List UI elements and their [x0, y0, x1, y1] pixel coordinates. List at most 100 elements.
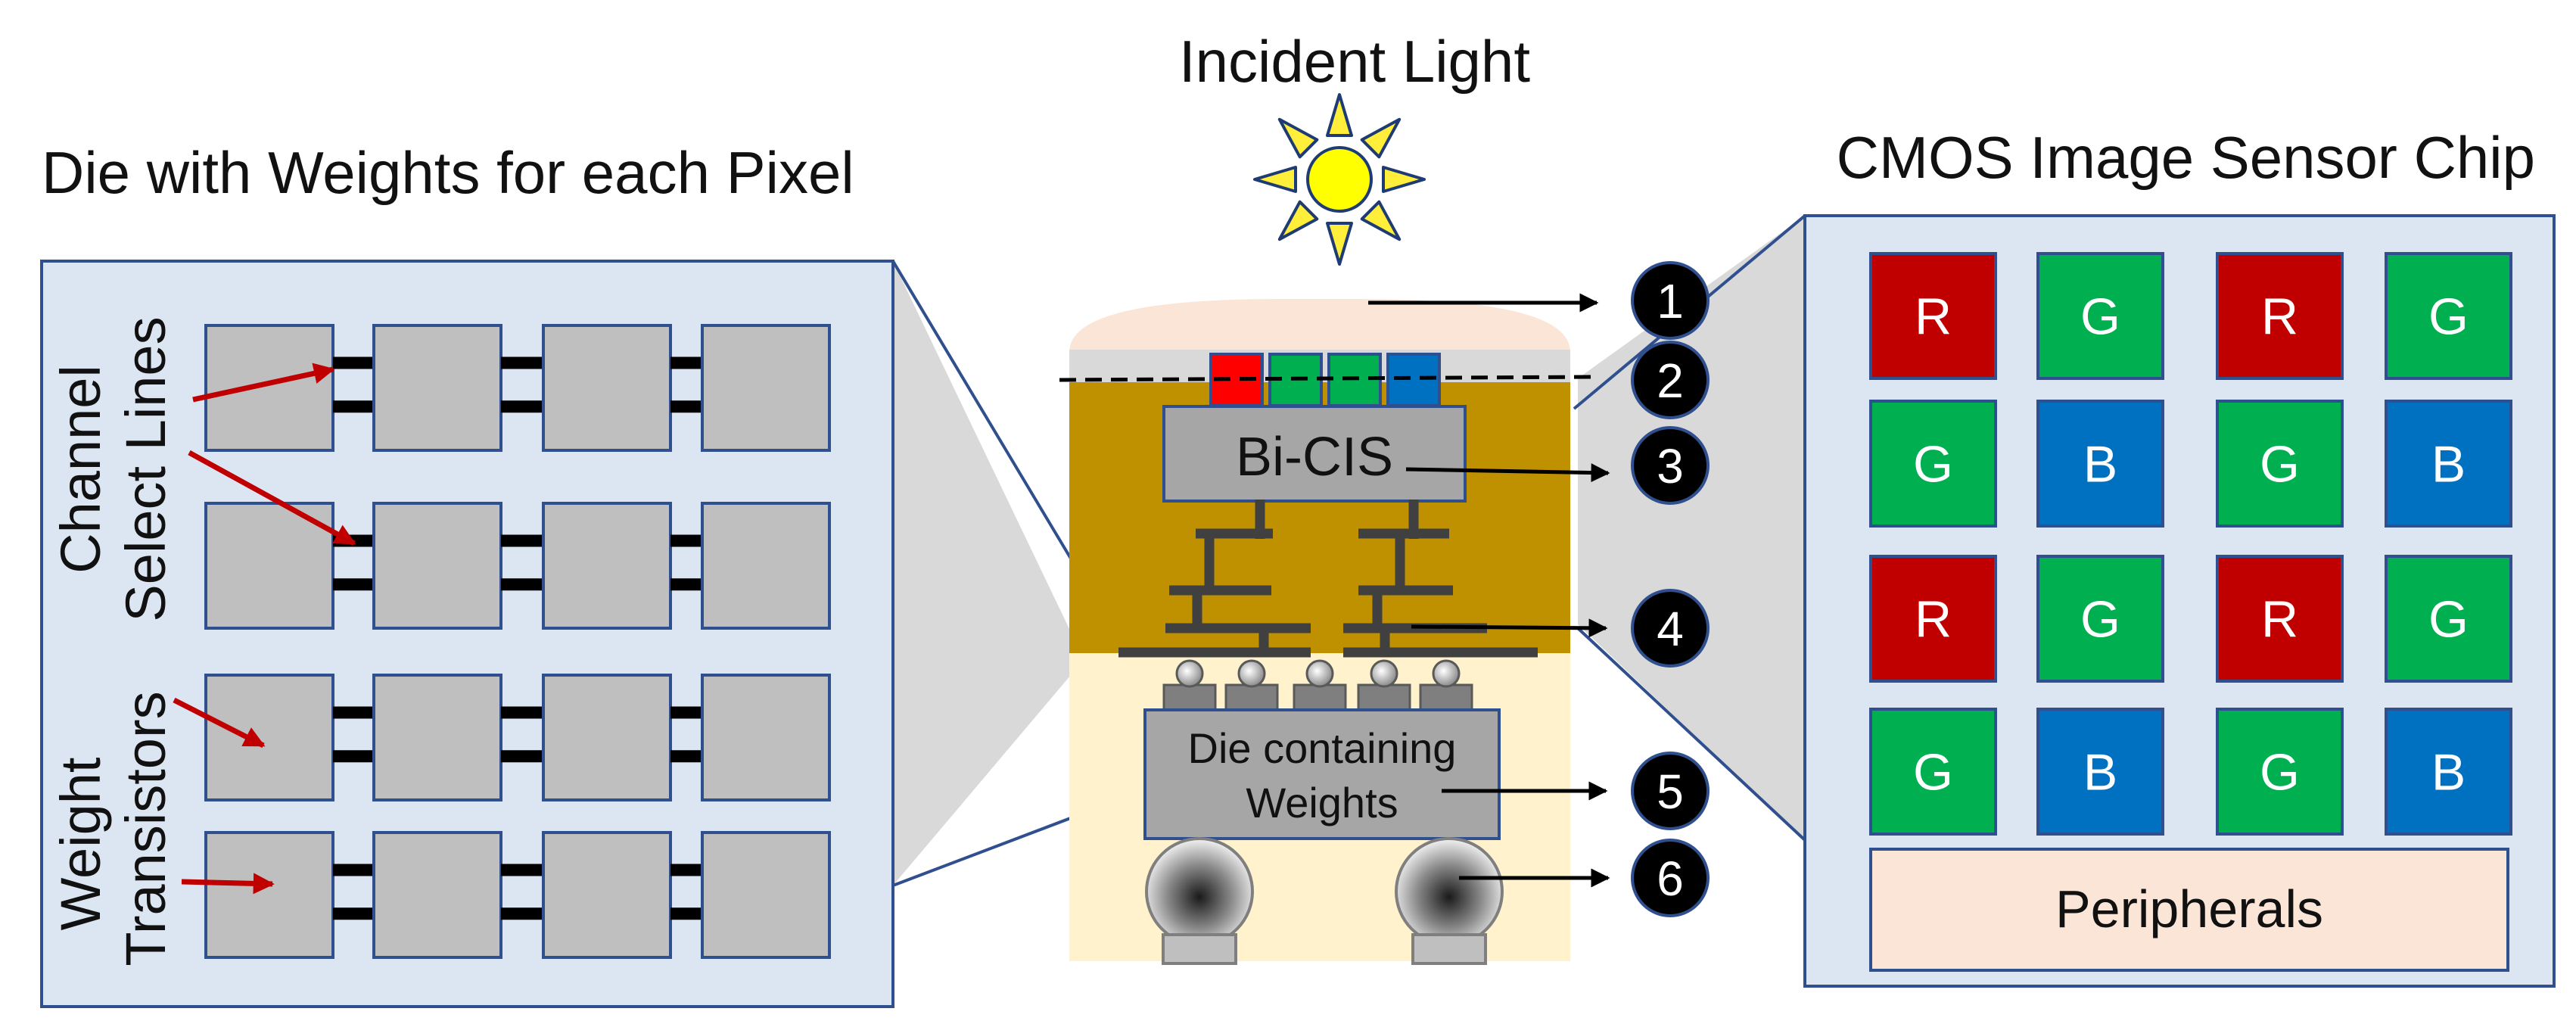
bayer-pixel-r4-c1 — [1869, 708, 1997, 836]
select-line-bar-r1-c1-2 — [333, 400, 374, 413]
bi-cis-label: Bi-CIS — [1236, 427, 1393, 487]
marker-1: 1 — [1631, 261, 1710, 340]
svg-text:4: 4 — [1657, 602, 1684, 656]
bayer-label-r2-c4: B — [2431, 436, 2466, 493]
bayer-label-r3-c1: R — [1915, 591, 1952, 649]
bayer-pixel-r1-c1 — [1869, 252, 1997, 380]
micro-bumps — [1162, 659, 1473, 714]
bayer-pixel-r4-c2 — [2036, 708, 2164, 836]
weight-cell-r2-c4 — [701, 502, 831, 630]
select-line-bar-r4-c2-2 — [501, 907, 543, 920]
weight-cell-r4-c2 — [372, 831, 502, 959]
svg-text:1: 1 — [1657, 274, 1684, 328]
filter-blue — [1386, 353, 1441, 407]
select-line-bar-r1-c2-2 — [501, 400, 543, 413]
bayer-pixel-r3-c1 — [1869, 555, 1997, 683]
solder-balls — [1145, 837, 1504, 965]
svg-text:5: 5 — [1657, 764, 1684, 819]
bayer-label-r1-c3: R — [2261, 288, 2298, 346]
bayer-label-r4-c3: G — [2260, 744, 2300, 801]
marker-3: 3 — [1631, 426, 1710, 505]
bayer-pixel-r4-c4 — [2385, 708, 2512, 836]
peripherals-box — [1869, 848, 2509, 972]
marker-4: 4 — [1631, 589, 1710, 668]
bayer-label-r3-c2: G — [2080, 591, 2120, 649]
bi-cis-box — [1162, 405, 1467, 503]
label-weight-line2: Transistors — [114, 691, 177, 966]
bayer-label-r1-c4: G — [2428, 288, 2469, 346]
bayer-pixel-r1-c3 — [2216, 252, 2344, 380]
weight-cell-r3-c1 — [204, 674, 334, 801]
weight-cell-r4-c3 — [542, 831, 672, 959]
microlens-dome — [1069, 299, 1570, 352]
bayer-label-r2-c2: B — [2083, 436, 2117, 493]
bayer-pixel-r3-c2 — [2036, 555, 2164, 683]
weight-cell-r2-c1 — [204, 502, 334, 630]
red-arrow-4 — [181, 873, 275, 895]
select-line-bar-r3-c1-2 — [333, 750, 374, 763]
bayer-label-r3-c3: R — [2261, 591, 2298, 649]
bayer-label-r1-c2: G — [2080, 288, 2120, 346]
bayer-label-r2-c3: G — [2260, 436, 2300, 493]
select-line-bar-r4-c2-1 — [501, 864, 543, 876]
peripherals-label: Peripherals — [2055, 879, 2323, 938]
select-line-bar-r3-c3-2 — [670, 750, 702, 763]
right-zoom-line-bottom — [1576, 627, 1806, 842]
select-line-bar-r2-c3-2 — [670, 578, 702, 591]
weights-die-label-line2: Weights — [1246, 779, 1398, 826]
bayer-pixel-r1-c2 — [2036, 252, 2164, 380]
svg-text:2: 2 — [1657, 353, 1684, 408]
marker-6: 6 — [1631, 839, 1710, 917]
right-panel-title: CMOS Image Sensor Chip — [1837, 124, 2535, 191]
dashed-line — [1059, 375, 1594, 382]
select-line-bar-r2-c2-2 — [501, 578, 543, 591]
select-line-bar-r3-c2-1 — [501, 706, 543, 719]
bayer-pixel-r4-c3 — [2216, 708, 2344, 836]
weight-cell-r4-c4 — [701, 831, 831, 959]
weights-die-label-line1: Die containing — [1188, 724, 1457, 772]
bayer-label-r4-c1: G — [1913, 744, 1953, 801]
bayer-pixel-r2-c4 — [2385, 400, 2512, 528]
bayer-label-r1-c1: R — [1915, 288, 1952, 346]
select-line-bar-r3-c3-1 — [670, 706, 702, 719]
marker-5: 5 — [1631, 752, 1710, 830]
bayer-pixel-r2-c3 — [2216, 400, 2344, 528]
bayer-pixel-r2-c2 — [2036, 400, 2164, 528]
bayer-label-r3-c4: G — [2428, 591, 2469, 649]
weight-cell-r4-c1 — [204, 831, 334, 959]
select-line-bar-r3-c1-1 — [333, 706, 374, 719]
weight-grid — [204, 324, 831, 959]
select-line-bar-r1-c2-1 — [501, 356, 543, 369]
label-channel-select-lines: Channel Select Lines — [49, 316, 177, 621]
weight-cell-r1-c4 — [701, 324, 831, 452]
weight-cell-r1-c1 — [204, 324, 334, 452]
bayer-pixel-r1-c4 — [2385, 252, 2512, 380]
select-line-bar-r2-c1-2 — [333, 578, 374, 591]
weights-die-box — [1143, 708, 1501, 840]
select-line-bar-r4-c1-2 — [333, 907, 374, 920]
weight-cell-r1-c2 — [372, 324, 502, 452]
svg-text:3: 3 — [1657, 439, 1684, 493]
marker-2: 2 — [1631, 341, 1710, 419]
bayer-label-r2-c1: G — [1913, 436, 1953, 493]
red-arrow-1 — [192, 363, 335, 403]
weight-cell-r2-c2 — [372, 502, 502, 630]
weight-cell-r2-c3 — [542, 502, 672, 630]
select-line-bar-r3-c2-2 — [501, 750, 543, 763]
color-filters — [1209, 353, 1441, 407]
svg-text:6: 6 — [1657, 851, 1684, 906]
sun-icon — [1253, 93, 1426, 266]
select-line-bar-r1-c1-1 — [333, 356, 374, 369]
bayer-pixel-r2-c1 — [1869, 400, 1997, 528]
label-weight-line1: Weight — [49, 757, 112, 930]
label-channel-line1: Channel — [49, 365, 112, 574]
incident-light-title: Incident Light — [1179, 28, 1530, 95]
select-line-bar-r1-c3-1 — [670, 356, 702, 369]
red-arrow-2 — [188, 450, 356, 546]
weight-cell-r3-c3 — [542, 674, 672, 801]
weight-cell-r1-c3 — [542, 324, 672, 452]
select-line-bar-r4-c1-1 — [333, 864, 374, 876]
left-zoom-connector — [893, 261, 1120, 885]
